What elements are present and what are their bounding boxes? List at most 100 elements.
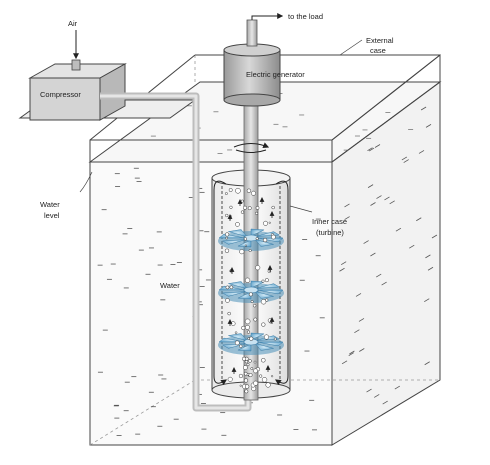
water-dash-mark — [368, 147, 375, 152]
water-dash-mark — [370, 202, 376, 206]
bubble-icon — [261, 377, 268, 383]
bubble-icon — [263, 220, 269, 226]
bubble-icon — [227, 311, 231, 316]
water-dash-mark — [375, 273, 382, 278]
bubble-icon — [262, 237, 268, 243]
bubble-icon — [239, 344, 243, 348]
water-dash-mark — [374, 394, 380, 398]
bubble-icon — [255, 211, 259, 215]
to-load-arrow-icon — [251, 13, 284, 20]
bubble-icon — [229, 285, 234, 290]
water-dash-mark — [403, 159, 409, 163]
bubble-icon — [241, 325, 246, 330]
bubble-icon — [243, 237, 248, 241]
water-dash-mark — [395, 227, 402, 232]
water-dash-mark — [401, 156, 408, 161]
bubble-icon — [234, 340, 240, 346]
bubble-icon — [253, 380, 259, 386]
water-dash-mark — [340, 261, 347, 266]
water-dash-mark — [359, 348, 365, 352]
bubble-icon — [255, 237, 259, 241]
bubble-icon — [229, 205, 233, 209]
water-dash-mark — [418, 150, 425, 154]
bubble-icon — [225, 236, 228, 240]
rotation-arrow-icon — [233, 142, 270, 148]
water-dash-mark — [355, 293, 362, 297]
water-dash-mark — [409, 244, 415, 249]
compressor-unit — [18, 59, 197, 121]
bubble-icon — [243, 365, 248, 370]
water-dash-mark — [367, 147, 373, 152]
water-level-label-line2: level — [44, 211, 60, 220]
bubble-icon — [250, 300, 254, 304]
water-level-label-line1: Water — [40, 200, 60, 209]
inner-case-label-line2: (turbine) — [316, 228, 344, 237]
bubble-icon — [261, 358, 266, 363]
bubble-icon — [225, 285, 230, 290]
water-dash-mark — [424, 298, 430, 303]
water-dash-mark — [394, 385, 401, 390]
upflow-arrows — [227, 197, 275, 374]
air-label: Air — [68, 19, 78, 28]
bubble-icon — [265, 382, 271, 388]
bubble-icon — [247, 206, 252, 211]
bubble-icon — [246, 188, 252, 193]
electric-generator — [223, 19, 281, 107]
bubble-icon — [235, 187, 241, 194]
compressor-label: Compressor — [40, 90, 81, 99]
bubble-icon — [243, 378, 249, 383]
bubble-icon — [251, 190, 256, 196]
circulation-arrows — [213, 180, 289, 386]
water-dash-mark — [382, 400, 388, 405]
bubble-icon — [244, 389, 249, 394]
bubble-icon — [268, 221, 271, 224]
bubble-icon — [242, 356, 247, 361]
bubble-icon — [239, 249, 245, 255]
bubble-icon — [244, 384, 250, 389]
water-dash-mark — [427, 266, 434, 271]
water-dash-mark — [341, 360, 348, 365]
bubble-icon — [240, 210, 245, 214]
water-dash-mark — [424, 361, 430, 366]
bubble-icon — [253, 360, 257, 364]
bubble-icon — [225, 298, 230, 303]
water-label: Water — [160, 281, 180, 290]
water-dash-mark — [354, 329, 360, 334]
bubble-icon — [244, 244, 247, 247]
water-dash-mark — [344, 216, 350, 220]
bubble-icon — [244, 277, 251, 283]
external-case-label-line1: External — [366, 36, 394, 45]
water-dash-mark — [348, 352, 354, 357]
water-dash-mark — [431, 234, 438, 239]
generator-label: Electric generator — [246, 70, 305, 79]
bubble-icon — [255, 206, 260, 210]
bubble-icon — [248, 292, 253, 297]
bubble-icon — [225, 232, 230, 237]
bubble-icon — [250, 367, 254, 370]
bubble-icon — [224, 248, 230, 253]
bubble-icon — [244, 318, 251, 325]
water-dash-mark — [374, 144, 381, 148]
water-dash-mark — [349, 350, 355, 355]
bubble-icon — [246, 330, 251, 334]
bubble-icon — [246, 363, 250, 367]
bubble-icon — [263, 334, 270, 340]
water-dash-mark — [370, 252, 376, 257]
bubble-icon — [259, 374, 263, 378]
bubble-icon — [253, 368, 258, 374]
turbine-blade-icon — [218, 228, 284, 251]
bubble-icon — [227, 376, 233, 382]
bubble-icon — [239, 384, 242, 387]
bubble-icon — [267, 318, 273, 323]
bubble-icon — [255, 265, 261, 271]
water-dash-mark — [358, 318, 365, 322]
inner-case-label-line1: Inner case — [312, 217, 347, 226]
bubble-icon — [264, 278, 269, 283]
bubble-icon — [234, 331, 238, 334]
water-dash-mark — [425, 124, 432, 128]
bubble-icon — [240, 199, 244, 203]
water-dash-mark — [381, 281, 387, 286]
bubble-icon — [252, 304, 257, 308]
bubble-icon — [273, 337, 277, 341]
